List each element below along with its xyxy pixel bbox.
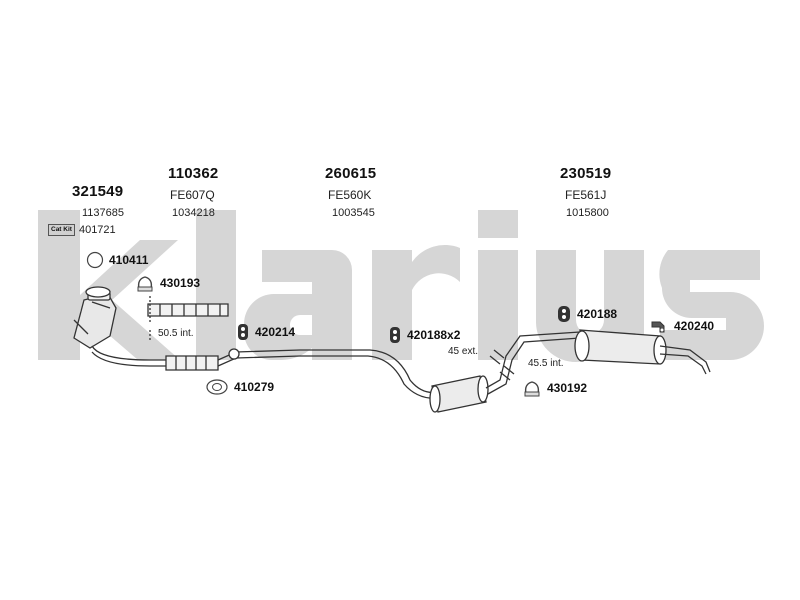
accessory-410279: 410279 (205, 378, 274, 396)
dimension-label-rear: 45.5 int. (528, 358, 564, 369)
accessory-420214: 420214 (236, 322, 295, 342)
part-number-center-silencer: 260615 (325, 165, 377, 182)
clamp-icon (524, 381, 540, 397)
code-rear-silencer: FE561J (565, 188, 607, 202)
catalytic-converter-icon (73, 286, 117, 349)
upper-flex-pipe (147, 296, 229, 324)
clamp-icon (137, 276, 153, 292)
accessory-420188: 420188 (556, 304, 617, 324)
ref-center-silencer: 1003545 (332, 207, 375, 219)
code-center-silencer: FE560K (328, 188, 372, 202)
bracket-icon (651, 321, 665, 333)
rear-pipe (485, 331, 581, 389)
dimension-label-mid: 45 ext. (448, 346, 479, 357)
ref-catalyst: 1137685 (82, 207, 125, 219)
rubber-mount-icon (558, 306, 570, 322)
accessory-410411: 410411 (86, 251, 148, 269)
part-number-rear-silencer: 230519 (560, 165, 612, 182)
accessory-430192: 430192 (522, 378, 587, 398)
ref-rear-silencer: 1015800 (566, 207, 609, 219)
ring-gasket-icon (86, 251, 104, 269)
rear-silencer-icon (574, 329, 711, 375)
cat-kit-ref: 401721 (78, 224, 116, 236)
accessory-420188x2: 420188x2 (388, 325, 460, 345)
ref-front-pipe: 1034218 (172, 207, 215, 219)
part-number-catalyst: 321549 (72, 183, 124, 200)
rubber-mount-icon (238, 324, 248, 340)
flange-gasket-icon (206, 379, 228, 395)
center-silencer-icon (429, 375, 489, 413)
rubber-mount-icon (390, 327, 400, 343)
cat-kit-row: Cat Kit 401721 (48, 224, 116, 236)
code-front-pipe: FE607Q (170, 188, 215, 202)
mid-pipe (217, 349, 439, 394)
cat-kit-badge: Cat Kit (48, 224, 75, 236)
dimension-label-front: 50.5 int. (158, 328, 194, 339)
part-number-front-pipe: 110362 (168, 165, 219, 182)
lower-flex-pipe (165, 355, 219, 371)
accessory-430193: 430193 (135, 273, 200, 293)
cat-outlet-pipe (91, 345, 170, 361)
accessory-420240: 420240 (650, 318, 714, 334)
